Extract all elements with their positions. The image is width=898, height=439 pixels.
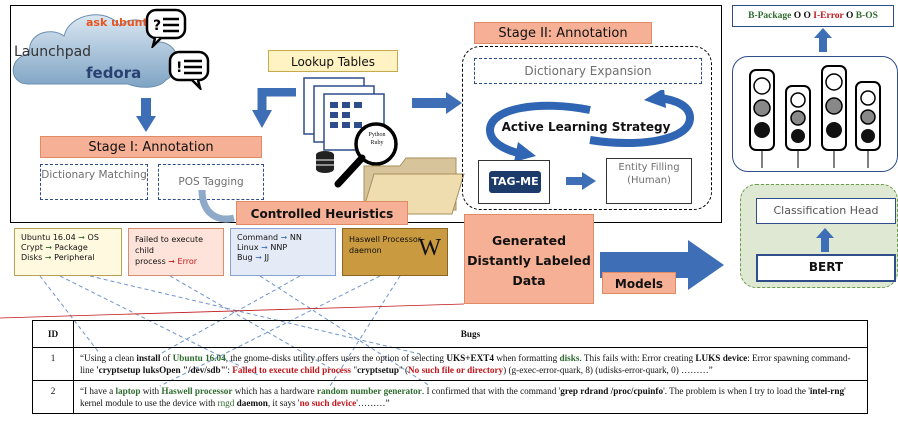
cloud-icon [12, 14, 178, 88]
dictionary-expansion-box: Dictionary Expansion [474, 58, 702, 84]
example-wiki-box: Haswell Processor daemon W [342, 228, 448, 276]
bert-output-box: B-Package O O I-Error O B-OS [732, 5, 894, 27]
stage2-title: Stage II: Annotation [474, 22, 652, 44]
arrow-right-icon [566, 172, 596, 190]
cycle-arrows-icon [485, 90, 695, 160]
row-bug-text: “I have a laptop with Haswell processor … [73, 380, 868, 414]
active-learning-label: Active Learning Strategy [501, 120, 671, 134]
stage1-title: Stage I: Annotation [40, 136, 262, 158]
classification-head-box: Classification Head [756, 198, 896, 224]
arrow-down-left-icon [252, 88, 296, 128]
col-bugs-header: Bugs [73, 320, 868, 348]
row-id: 1 [32, 347, 74, 381]
row-bug-text: “Using a clean install of Ubuntu 16.04, … [73, 347, 868, 381]
svg-text:?: ? [153, 18, 161, 34]
arrow-down-icon [136, 98, 156, 132]
curved-arrow-icon [198, 189, 235, 223]
table-row: 2 “I have a laptop with Haswell processo… [32, 380, 868, 414]
example-error-box: Failed to execute child process ➞ Error [128, 228, 224, 276]
database-icon [316, 151, 334, 173]
bugs-table-wrap: ID Bugs 1 “Using a clean install of Ubun… [32, 320, 868, 414]
launchpad-logo: Launchpad [14, 44, 92, 60]
arrow-right-icon [412, 92, 462, 114]
tagme-logo-text: TAG-ME [489, 171, 541, 193]
lookup-tables-label: Lookup Tables [268, 50, 398, 72]
wikipedia-icon: W [418, 235, 441, 261]
arrow-up-icon [816, 228, 834, 252]
fedora-logo: fedora [86, 64, 142, 82]
stage2-panel [462, 46, 712, 210]
controlled-heuristics-label: Controlled Heuristics [236, 201, 408, 225]
data-sources-cloud: ask ubuntu Launchpad fedora [8, 4, 186, 96]
bugs-table: ID Bugs 1 “Using a clean install of Ubun… [32, 320, 868, 414]
tagme-logo: TAG-ME [478, 160, 550, 204]
svg-text:!: ! [176, 60, 182, 76]
col-id-header: ID [32, 320, 74, 348]
example-os-box: Ubuntu 16.04 ➞ OS Crypt ➞ Package Disks … [14, 228, 122, 276]
magnifier-icon [334, 122, 398, 188]
dictionary-matching-box: Dictionary Matching [40, 164, 148, 200]
arrow-up-icon [814, 28, 832, 52]
entity-filling-box: Entity Filling (Human) [606, 158, 692, 204]
bert-box: BERT [756, 254, 896, 282]
chat-bubble-icon: ? [145, 8, 187, 48]
example-pos-box: Command ➞ NN Linux ➞ NNP Bug ➞ JJ [230, 228, 336, 276]
chat-bubble-icon: ! [168, 50, 210, 90]
traffic-light-nodes [749, 65, 881, 168]
table-row: 1 “Using a clean install of Ubuntu 16.04… [32, 347, 868, 381]
models-label: Models [602, 272, 676, 294]
generated-data-box: Generated Distantly Labeled Data [464, 214, 594, 304]
row-id: 2 [32, 380, 74, 414]
pos-tagging-box: POS Tagging [158, 164, 264, 200]
ask-ubuntu-logo: ask ubuntu [86, 16, 156, 29]
